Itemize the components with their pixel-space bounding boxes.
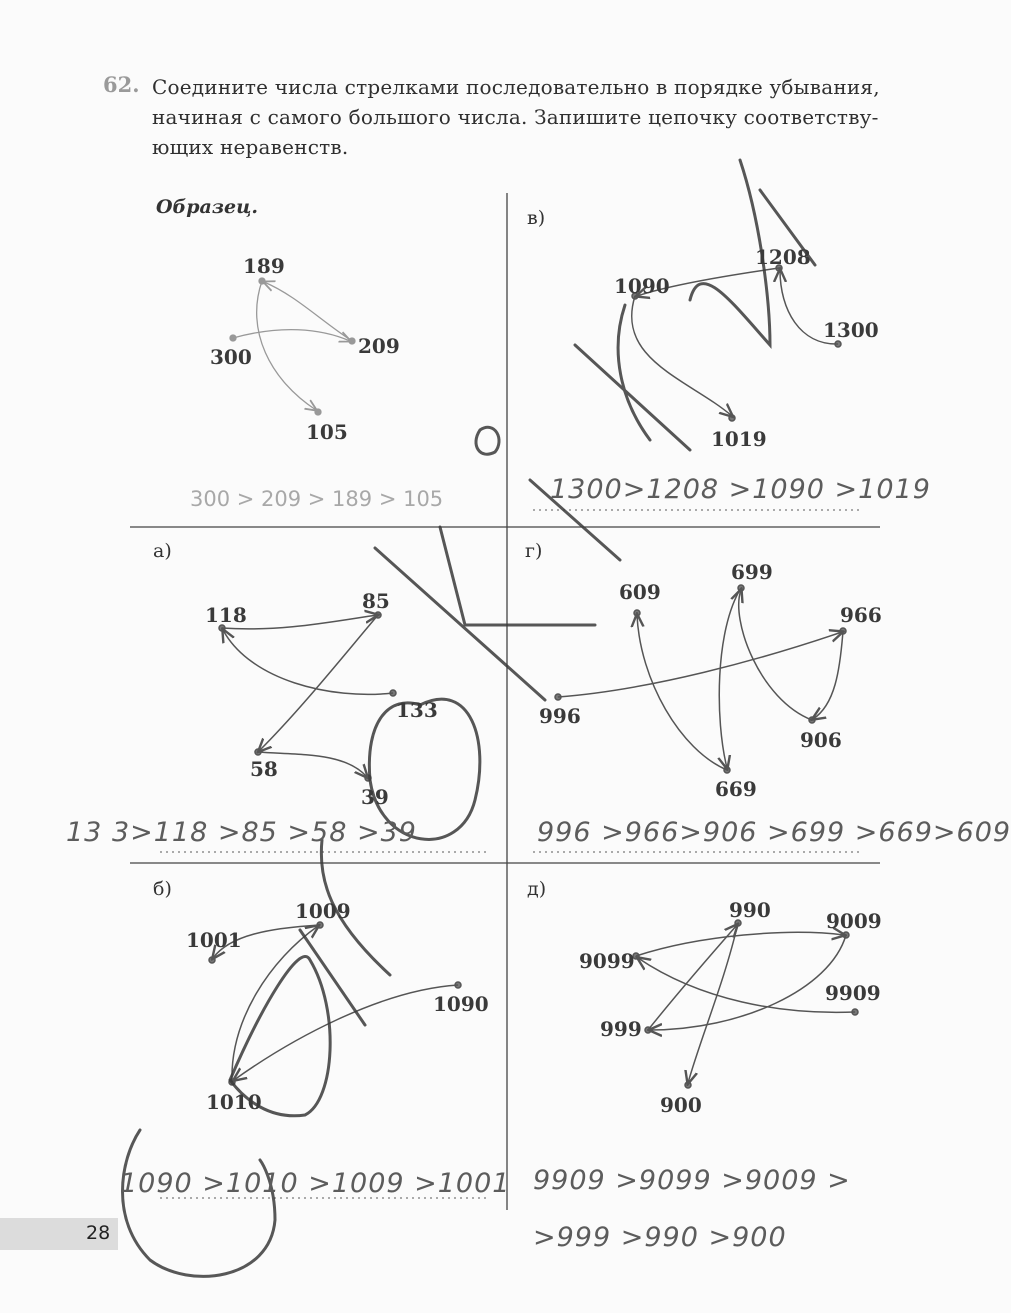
part-a-arrows: [218, 612, 397, 782]
exercise-text: Соедините числа стрелками последовательн…: [152, 72, 942, 162]
part-b-num-1001: 1001: [186, 928, 242, 952]
part-g-arrows: [554, 584, 847, 774]
part-g-label: г): [525, 540, 543, 562]
part-d-handwritten-answer-1: 9909 >9099 >9009 >: [533, 1165, 851, 1196]
part-g-num-966: 966: [840, 603, 882, 627]
sample-num-300: 300: [210, 345, 252, 369]
part-v-num-1019: 1019: [711, 427, 767, 451]
part-a-label: а): [153, 540, 172, 562]
exercise-line-3: ющих неравенств.: [152, 135, 349, 159]
part-b-arrows: [208, 921, 462, 1086]
part-d-num-900: 900: [660, 1093, 702, 1117]
part-g-num-699: 699: [731, 560, 773, 584]
part-v-num-1300: 1300: [823, 318, 879, 342]
page-number: 28: [86, 1222, 111, 1244]
part-d-num-999: 999: [600, 1017, 642, 1041]
exercise-number: 62.: [103, 72, 140, 97]
part-v-num-1090: 1090: [614, 274, 670, 298]
sample-num-209: 209: [358, 334, 400, 358]
part-g-num-996: 996: [539, 704, 581, 728]
part-b-label: б): [153, 878, 172, 900]
part-d-label: д): [527, 878, 547, 900]
exercise-line-1: Соедините числа стрелками последовательн…: [152, 75, 880, 99]
part-a-num-118: 118: [205, 603, 247, 627]
part-a-handwritten-answer: 13 3>118 >85 >58 >39: [66, 817, 417, 848]
sample-arrows: [229, 277, 356, 416]
part-a-num-85: 85: [362, 589, 390, 613]
part-a-num-58: 58: [250, 757, 278, 781]
part-g-num-609: 609: [619, 580, 661, 604]
part-b-num-1090: 1090: [433, 992, 489, 1016]
part-v-arrows: [631, 264, 842, 422]
part-b-num-1010: 1010: [206, 1090, 262, 1114]
page-number-box: [0, 1218, 118, 1250]
part-g-handwritten-answer: 996 >966>906 >699 >669>609: [537, 817, 1011, 848]
part-d-handwritten-answer-2: >999 >990 >900: [533, 1222, 787, 1253]
exercise-line-2: начиная с самого большого числа. Запишит…: [152, 105, 879, 129]
scribbles: [121, 158, 817, 1278]
part-d-arrows: [632, 919, 859, 1089]
sample-num-105: 105: [306, 420, 348, 444]
part-d-num-9099: 9099: [579, 949, 635, 973]
sample-label: Образец.: [156, 196, 258, 218]
part-d-num-990: 990: [729, 898, 771, 922]
part-v-num-1208: 1208: [755, 245, 811, 269]
part-a-num-133: 133: [396, 698, 438, 722]
part-d-num-9009: 9009: [826, 909, 882, 933]
sample-num-189: 189: [243, 254, 285, 278]
part-b-num-1009: 1009: [295, 899, 351, 923]
sample-answer: 300 > 209 > 189 > 105: [190, 487, 444, 511]
part-d-num-9909: 9909: [825, 981, 881, 1005]
part-a-num-39: 39: [361, 785, 389, 809]
part-v-label: в): [527, 207, 546, 229]
part-g-num-906: 906: [800, 728, 842, 752]
part-v-handwritten-answer: 1300>1208 >1090 >1019: [550, 474, 931, 505]
part-g-num-669: 669: [715, 777, 757, 801]
part-b-handwritten-answer: 1090 >1010 >1009 >1001: [120, 1168, 511, 1199]
